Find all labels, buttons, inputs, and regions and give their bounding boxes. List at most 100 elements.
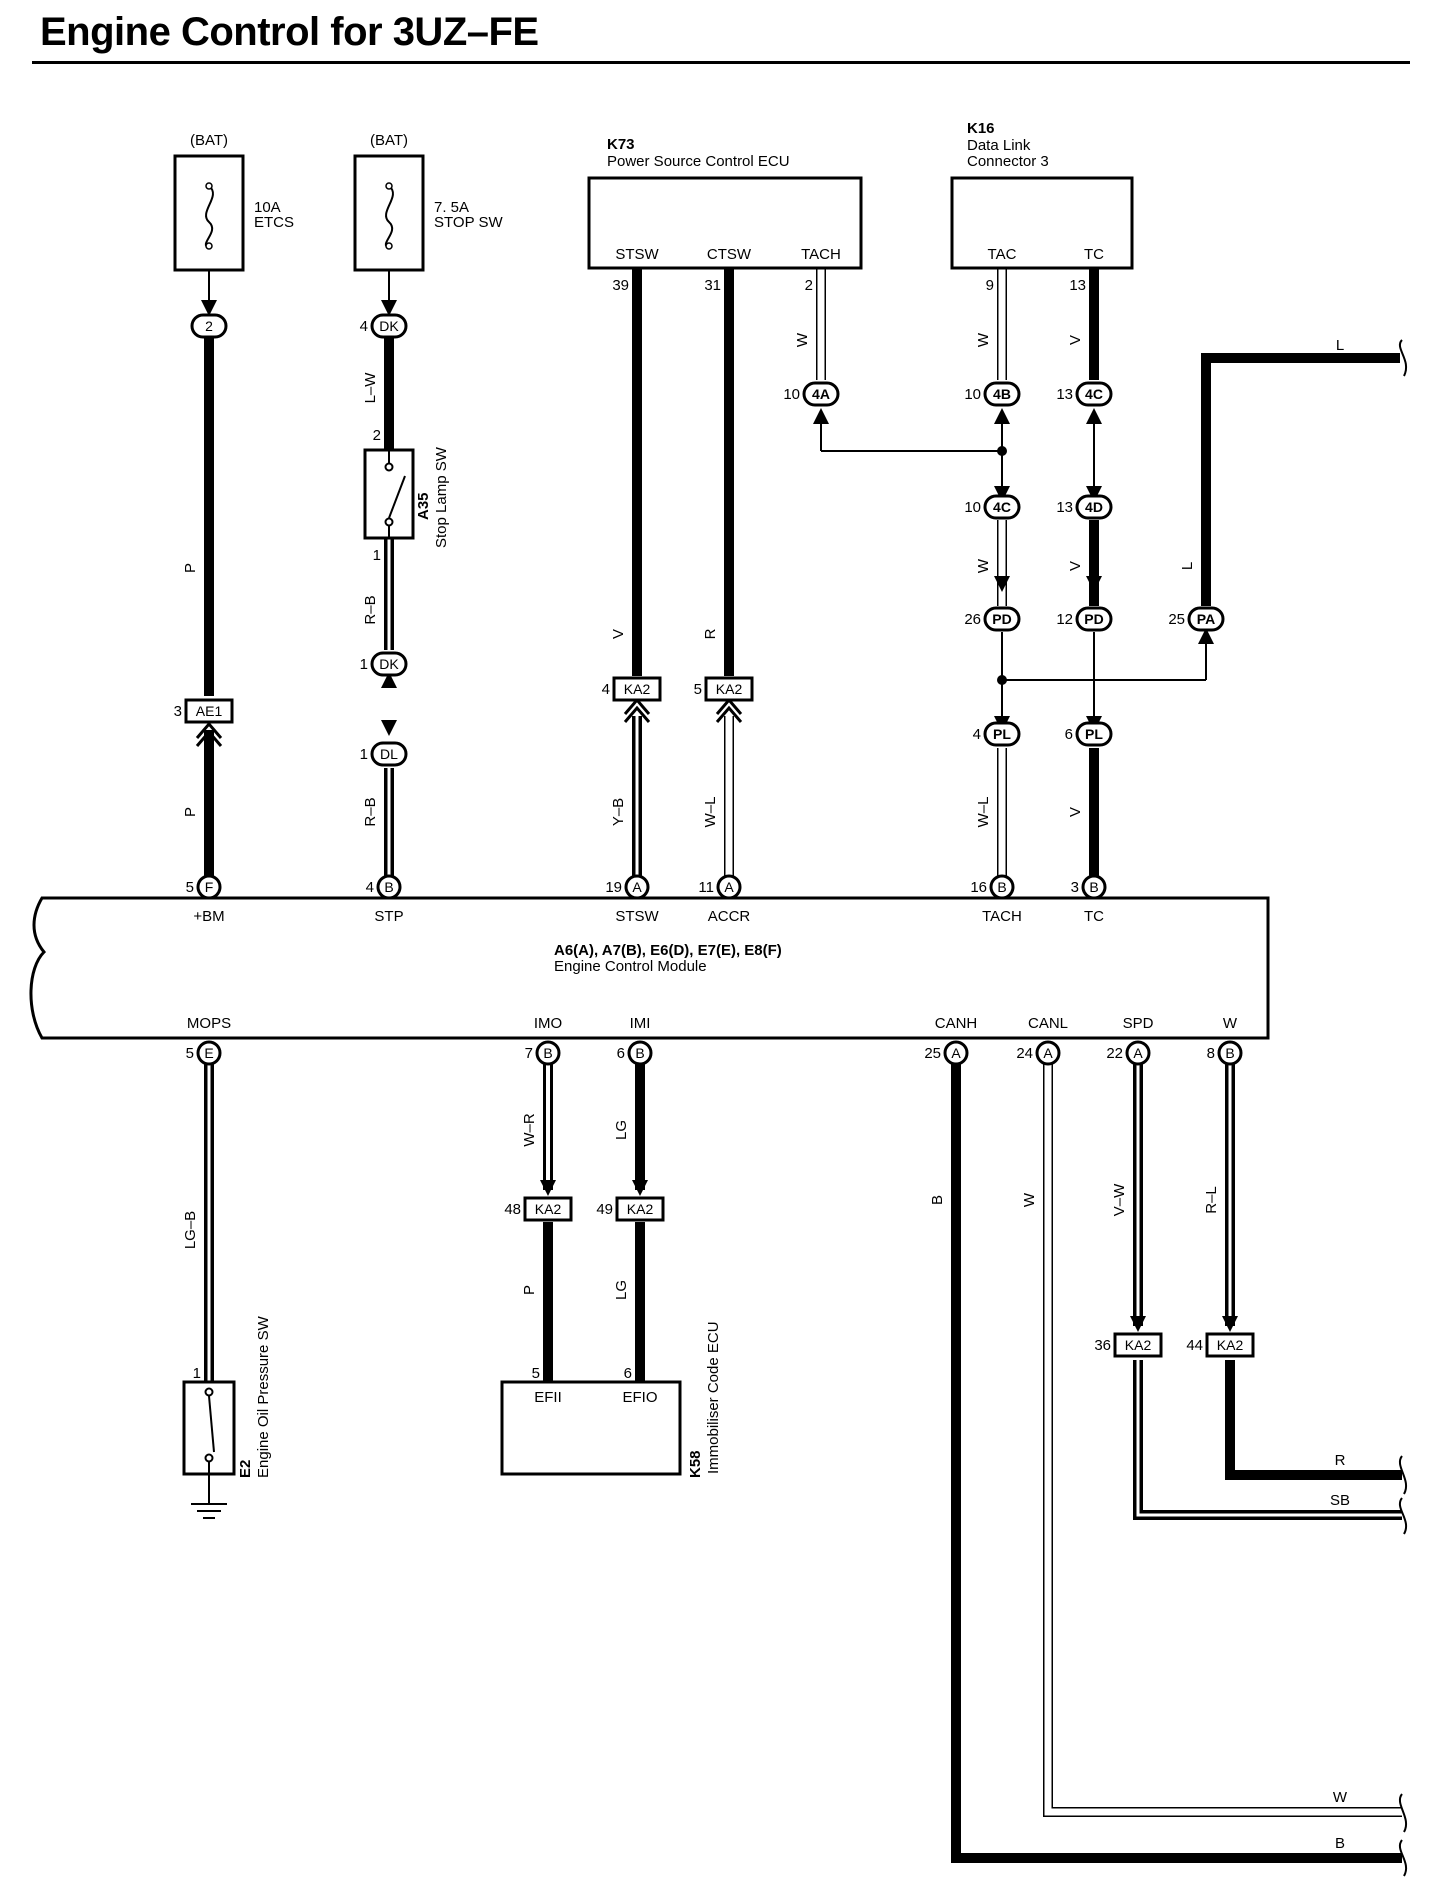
- k73-pin-ctsw: CTSW: [707, 246, 752, 263]
- svg-text:W–L: W–L: [702, 797, 719, 828]
- ecm-pin-imo: IMO: [534, 1015, 562, 1032]
- svg-text:E: E: [204, 1045, 213, 1061]
- svg-text:W: W: [1021, 1192, 1038, 1207]
- ground-icon: [191, 1503, 227, 1519]
- svg-text:1: 1: [373, 547, 381, 564]
- svg-text:W: W: [975, 332, 992, 347]
- svg-text:F: F: [205, 879, 214, 895]
- svg-text:B: B: [635, 1045, 644, 1061]
- wire-w-canl-i: [1044, 1064, 1402, 1816]
- svg-text:L: L: [1179, 562, 1196, 570]
- fuse-icon: [384, 185, 394, 249]
- wire-break-icon: [1399, 1793, 1407, 1833]
- svg-text:4C: 4C: [993, 499, 1011, 515]
- svg-text:4: 4: [973, 726, 981, 743]
- wire-break-icon: [1399, 339, 1407, 377]
- svg-text:R–B: R–B: [362, 595, 379, 624]
- round-connectors: 2 DK DK DL 4A 4B 4C 4C: [190, 313, 1243, 1066]
- k58-box: [500, 1380, 682, 1476]
- svg-text:B: B: [1225, 1045, 1234, 1061]
- svg-text:48: 48: [504, 1201, 521, 1218]
- fuse-etcs-name: ETCS: [254, 214, 294, 231]
- arrow-down: [201, 300, 217, 316]
- wire-break-icons: [1399, 339, 1407, 1877]
- svg-text:5: 5: [186, 1045, 194, 1062]
- connector-pd-left: PD: [983, 606, 1021, 632]
- k73-box: [587, 176, 863, 270]
- connector-4d: 4D: [1075, 494, 1113, 520]
- svg-text:W: W: [794, 332, 811, 347]
- svg-text:PA: PA: [1197, 611, 1215, 627]
- pin-numbers: 39 31 2 9 13 4 10 10 13 2 10 13 1 26 12 …: [174, 277, 1215, 1382]
- fuse-stop-name: STOP SW: [434, 214, 503, 231]
- svg-text:R–L: R–L: [1203, 1186, 1220, 1214]
- connector-ka2-4: KA2: [612, 676, 662, 702]
- svg-text:B: B: [997, 879, 1006, 895]
- svg-text:B: B: [543, 1045, 552, 1061]
- ecm-pin-a-accr: A: [716, 874, 742, 900]
- ecm-connectors: A6(A), A7(B), E6(D), E7(E), E8(F): [554, 942, 782, 959]
- connector-2: 2: [190, 313, 228, 339]
- svg-text:7: 7: [525, 1045, 533, 1062]
- arrow-down: [994, 576, 1010, 592]
- svg-text:A: A: [951, 1045, 961, 1061]
- k73-code: K73: [607, 136, 635, 153]
- svg-text:V: V: [1067, 807, 1084, 817]
- ecm-box: [29, 896, 1270, 1040]
- ecm-pin-a-stsw: A: [624, 874, 650, 900]
- ecm-pin-b-imi: B: [627, 1040, 653, 1066]
- svg-text:24: 24: [1016, 1045, 1033, 1062]
- arrow-down: [632, 1180, 648, 1196]
- svg-text:B: B: [384, 879, 393, 895]
- svg-text:KA2: KA2: [1125, 1337, 1152, 1353]
- connector-4a: 4A: [802, 381, 840, 407]
- svg-text:W–L: W–L: [975, 797, 992, 828]
- svg-text:W–R: W–R: [521, 1113, 538, 1147]
- fuse-etcs-box: [173, 154, 245, 272]
- ecm-pin-bm: +BM: [193, 908, 224, 925]
- svg-text:V: V: [610, 629, 627, 639]
- arrow-up: [1086, 486, 1102, 502]
- connector-dl: DL: [370, 741, 408, 767]
- svg-text:6: 6: [1065, 726, 1073, 743]
- fuse-etcs: (BAT) 10A ETCS: [173, 132, 294, 272]
- svg-text:R–B: R–B: [362, 797, 379, 826]
- fuse-etcs-rating: 10A: [254, 199, 281, 216]
- ecm-pin-tach: TACH: [982, 908, 1022, 925]
- svg-text:SB: SB: [1330, 1492, 1350, 1509]
- svg-text:DK: DK: [379, 318, 399, 334]
- svg-text:LG–B: LG–B: [182, 1211, 199, 1249]
- arrow-down: [1222, 1316, 1238, 1332]
- svg-text:DL: DL: [380, 746, 398, 762]
- connector-dk-top: DK: [370, 313, 408, 339]
- svg-text:13: 13: [1069, 277, 1086, 294]
- svg-text:P: P: [182, 807, 199, 817]
- switch-icon: [388, 475, 406, 519]
- svg-text:KA2: KA2: [1217, 1337, 1244, 1353]
- ecm-pin-tc: TC: [1084, 908, 1104, 925]
- ecm-pin-a-canl: A: [1035, 1040, 1061, 1066]
- svg-text:2: 2: [805, 277, 813, 294]
- connector-ka2-44: KA2: [1205, 1332, 1255, 1358]
- svg-text:3: 3: [174, 703, 182, 720]
- svg-text:B: B: [1089, 879, 1098, 895]
- k16-name-2: Connector 3: [967, 153, 1049, 170]
- connector-ka2-49: KA2: [615, 1196, 665, 1222]
- ecm-pin-e-mops: E: [196, 1040, 222, 1066]
- svg-text:W: W: [975, 558, 992, 573]
- k16-pin-tc: TC: [1084, 246, 1104, 263]
- ecm-pin-stp: STP: [374, 908, 403, 925]
- svg-text:6: 6: [624, 1365, 632, 1382]
- fuse-stop-sw: (BAT) 7. 5A STOP SW: [353, 132, 503, 272]
- connector-pd-right: PD: [1075, 606, 1113, 632]
- square-connectors: AE1 KA2 KA2 KA2 KA2 KA2 KA2: [184, 676, 1255, 1358]
- ecm-pin-b-tc: B: [1081, 874, 1107, 900]
- svg-text:4: 4: [360, 318, 368, 335]
- svg-text:PD: PD: [992, 611, 1011, 627]
- k73-pin-stsw: STSW: [615, 246, 659, 263]
- wire-l: [1201, 353, 1400, 606]
- k73-name: Power Source Control ECU: [607, 153, 790, 170]
- svg-text:4C: 4C: [1085, 386, 1103, 402]
- svg-text:3: 3: [1071, 879, 1079, 896]
